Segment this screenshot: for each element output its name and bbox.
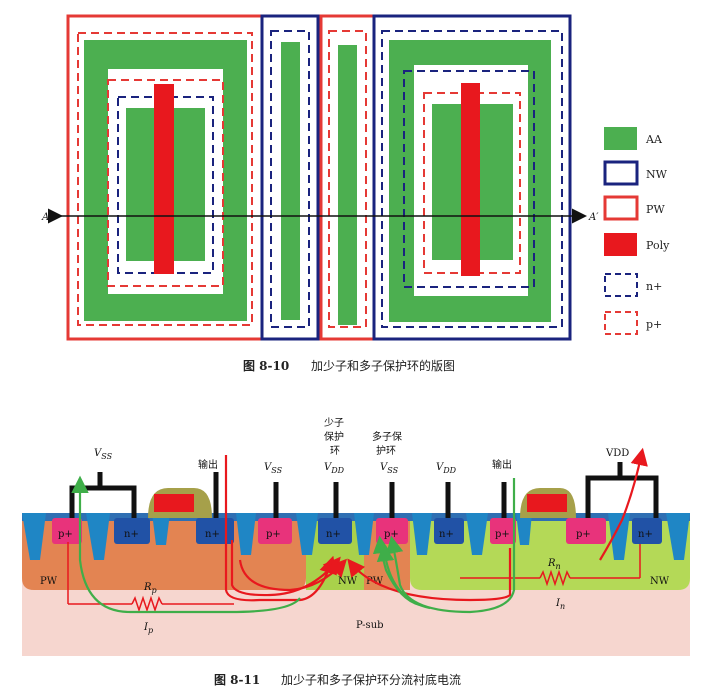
- legend-poly-label: Poly: [646, 239, 670, 252]
- axis-left-label: A: [41, 212, 49, 223]
- resistor-rn: [460, 544, 641, 587]
- left-aa-ring: [84, 40, 247, 321]
- sti-trenches: [22, 513, 690, 560]
- right-n-plus-a-label: n+: [439, 529, 454, 540]
- right-gate: [520, 488, 576, 518]
- fig1-caption-number: 图 8-10: [243, 359, 289, 373]
- right-poly-gate: [461, 83, 480, 276]
- left-p-plus-label: p+: [58, 529, 73, 540]
- left-n-plus-source: [114, 518, 150, 544]
- legend-n-plus-label: n+: [646, 280, 662, 293]
- minority-n-plus-label: n+: [326, 529, 341, 540]
- majority-ring-aa: [338, 45, 357, 325]
- ip-label: Ip: [143, 622, 153, 635]
- output-left-label: 输出: [198, 458, 218, 471]
- legend: AA NW PW Poly n+ p+: [603, 127, 670, 335]
- left-poly-gate: [154, 84, 174, 274]
- left-p-plus-tap: [52, 518, 82, 544]
- fig2-caption-text: 加少子和多子保护环分流衬底电流: [281, 672, 461, 687]
- rp-label: Rp: [143, 582, 157, 595]
- terminals: [69, 462, 659, 518]
- right-aa-ring: [389, 40, 551, 322]
- right-n-plus-tap-label: n+: [638, 529, 653, 540]
- left-gate: [148, 488, 212, 518]
- right-n-plus-a: [434, 518, 464, 544]
- mid-p-plus-label: p+: [266, 529, 281, 540]
- legend-nw-swatch: [603, 160, 639, 186]
- minority-ring-nw: [260, 14, 320, 341]
- legend-aa-label: AA: [645, 133, 663, 146]
- minority-ring-label-3: 环: [330, 446, 340, 457]
- fig2-caption-number: 图 8-11: [214, 673, 260, 687]
- legend-pw-swatch: [603, 195, 639, 221]
- right-nw-label: NW: [650, 576, 670, 587]
- in-label: In: [555, 598, 565, 611]
- mid-p-plus: [258, 518, 292, 544]
- legend-p-plus-swatch: [604, 311, 638, 335]
- right-n-plus-inner: [403, 70, 535, 288]
- legend-n-plus-swatch: [604, 273, 638, 297]
- right-p-plus-source: [490, 518, 516, 544]
- minority-ring-n-plus-diff: [318, 518, 352, 544]
- minority-ring-n-plus: [270, 30, 310, 328]
- rn-label: Rn: [547, 558, 561, 571]
- vdd-terminal-label: VDD: [605, 448, 629, 459]
- minority-ring-aa: [281, 42, 300, 320]
- minority-nw-label: NW: [338, 576, 358, 587]
- left-n-plus-inner: [107, 79, 224, 287]
- p-sub-label: P-sub: [356, 620, 384, 631]
- electron-current-paths: [224, 447, 648, 602]
- output-right-label: 输出: [492, 458, 512, 471]
- right-p-plus-drain: [566, 518, 606, 544]
- hole-current-paths: [71, 475, 516, 614]
- left-n-plus-source-label: n+: [124, 529, 139, 540]
- majority-ring-p-plus: [328, 30, 367, 328]
- right-nw-outline: [372, 14, 572, 341]
- right-n-plus-tap: [632, 518, 662, 544]
- minority-ring-label-1: 少子: [324, 417, 344, 429]
- right-p-plus-dashed: [423, 92, 521, 274]
- vss-mid-label: VSS: [264, 462, 283, 475]
- left-n-plus-drain: [196, 518, 234, 544]
- left-n-plus-drain-label: n+: [205, 529, 220, 540]
- right-p-plus-drain-label: p+: [576, 529, 591, 540]
- axis-right-label: A′: [588, 212, 599, 223]
- right-n-plus-outer: [381, 30, 563, 328]
- majority-ring-label-2: 护环: [376, 444, 396, 457]
- legend-pw-label: PW: [646, 203, 665, 216]
- left-p-plus-outer: [77, 32, 253, 326]
- legend-aa-swatch: [604, 127, 637, 150]
- vdd-right-label: VDD: [436, 462, 457, 475]
- majority-p-plus-label: p+: [384, 529, 399, 540]
- left-pw-label: PW: [40, 576, 58, 587]
- legend-poly-swatch: [604, 233, 637, 256]
- minority-ring-label-2: 保护: [324, 430, 344, 443]
- fig1-caption-text: 加少子和多子保护环的版图: [311, 358, 455, 373]
- legend-nw-label: NW: [646, 168, 668, 181]
- majority-ring-label-1: 多子保: [372, 430, 402, 443]
- cross-section-figure: p+ n+ n+ p+ n+ p+ n+ p+ p+ n+ PW NW PW N…: [22, 417, 690, 687]
- legend-p-plus-label: p+: [646, 318, 662, 331]
- right-p-plus-source-label: p+: [495, 529, 510, 540]
- vdd-minority-label: VDD: [324, 462, 345, 475]
- vss-left-label: VSS: [94, 448, 113, 461]
- layout-figure: A A′ AA NW PW Poly n+ p+ 图 8-10 加少子和多子保护…: [41, 14, 670, 373]
- vss-majority-label: VSS: [380, 462, 399, 475]
